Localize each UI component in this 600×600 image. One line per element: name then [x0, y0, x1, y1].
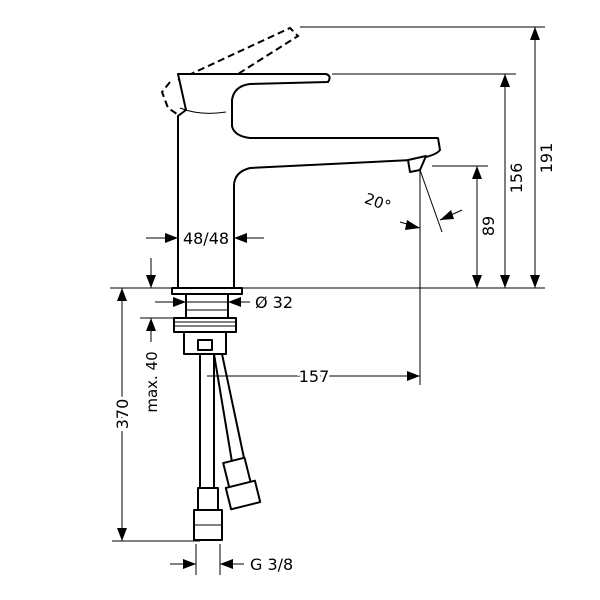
faucet-body — [160, 26, 441, 289]
lever-raised-outline — [177, 26, 300, 99]
arrow — [117, 528, 127, 541]
arrow — [500, 74, 510, 87]
label-connection-thread: G 3/8 — [250, 555, 293, 574]
supply-hoses — [193, 353, 262, 541]
extension-lines — [112, 26, 545, 575]
label-spout-projection: 157 — [299, 367, 330, 386]
mounting-assembly — [171, 287, 243, 355]
center-bolt — [197, 339, 213, 351]
arrow — [173, 297, 186, 307]
arrow — [183, 559, 196, 569]
hose-right-inner — [221, 353, 245, 459]
arrow — [530, 27, 540, 40]
label-spout-height: 89 — [479, 216, 498, 236]
label-spray-angle: 20° — [362, 189, 393, 215]
arrow — [405, 220, 420, 230]
label-hole-diameter: Ø 32 — [255, 293, 293, 312]
mounting-shank — [185, 293, 229, 319]
label-max-deck: max. 40 — [143, 351, 161, 412]
lever-base-outline — [160, 81, 181, 117]
arrow — [146, 318, 156, 331]
spray-line — [419, 169, 443, 233]
arrow — [234, 233, 247, 243]
label-lever-height: 156 — [507, 163, 526, 194]
hose-right — [213, 353, 233, 463]
dimension-lines — [117, 27, 540, 569]
arrow — [117, 288, 127, 301]
arrow — [165, 233, 178, 243]
label-hose-length: 370 — [113, 399, 132, 430]
hose-left-fitting — [197, 487, 219, 511]
arrow — [228, 297, 241, 307]
arrow — [220, 559, 233, 569]
lever-lower-edge — [179, 107, 227, 114]
lock-nut — [173, 317, 237, 333]
arrow — [146, 275, 156, 288]
arrow — [530, 275, 540, 288]
label-overall-height: 191 — [537, 143, 556, 174]
arrow — [472, 275, 482, 288]
arrow — [500, 275, 510, 288]
label-body-width: 48/48 — [183, 229, 229, 248]
faucet-silhouette — [177, 73, 441, 289]
arrow — [472, 166, 482, 179]
arrow — [407, 371, 420, 381]
arrow — [440, 210, 454, 220]
aerator — [407, 155, 427, 173]
hose-right-nut — [224, 479, 262, 511]
